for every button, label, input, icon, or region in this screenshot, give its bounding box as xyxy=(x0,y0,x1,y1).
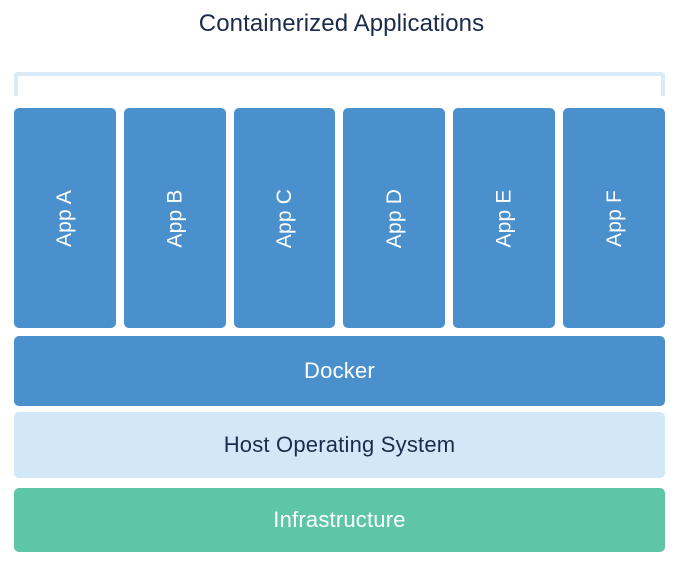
containerized-applications-bracket xyxy=(14,72,665,96)
app-container-d[interactable]: App D xyxy=(343,108,446,328)
layer-host-operating-system-label: Host Operating System xyxy=(223,432,456,457)
app-container-a-label: App A xyxy=(53,189,77,247)
app-container-c-label: App C xyxy=(273,188,297,248)
app-container-a[interactable]: App A xyxy=(14,108,116,328)
app-container-e-label: App E xyxy=(492,188,516,248)
app-container-b[interactable]: App B xyxy=(123,108,226,328)
layer-docker-label: Docker xyxy=(304,358,375,383)
app-container-e[interactable]: App E xyxy=(453,108,556,328)
layer-infrastructure[interactable]: Infrastructure xyxy=(14,488,665,552)
app-container-f-label: App F xyxy=(602,189,626,247)
app-container-d-label: App D xyxy=(382,188,406,248)
applications-row: App A App B App C App D App E App F xyxy=(14,108,665,328)
app-container-c[interactable]: App C xyxy=(233,108,336,328)
app-container-f[interactable]: App F xyxy=(563,108,665,328)
layer-infrastructure-label: Infrastructure xyxy=(273,507,406,532)
layer-host-operating-system[interactable]: Host Operating System xyxy=(14,412,665,478)
page-title: Containerized Applications xyxy=(198,10,485,37)
layer-docker[interactable]: Docker xyxy=(14,336,665,406)
app-container-b-label: App B xyxy=(163,188,187,248)
